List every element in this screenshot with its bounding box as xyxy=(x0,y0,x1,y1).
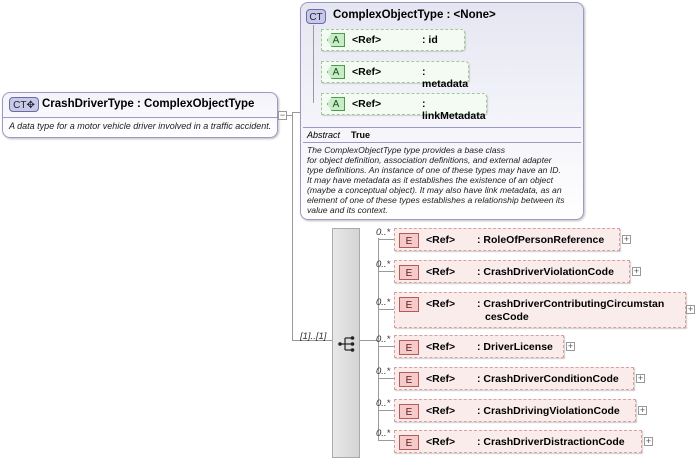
element-crash-driving-violation-code[interactable]: E <Ref> : CrashDrivingViolationCode xyxy=(394,399,636,422)
sequence-icon xyxy=(338,336,355,352)
element-icon: E xyxy=(399,233,419,248)
connector-line xyxy=(378,378,394,379)
crash-driver-type-box[interactable]: CT✥ CrashDriverType : ComplexObjectType … xyxy=(2,92,278,138)
expand-toggle[interactable]: + xyxy=(566,341,575,351)
connector-line xyxy=(378,239,394,240)
element-name: : DriverLicense xyxy=(477,341,553,353)
divider xyxy=(3,117,277,118)
crash-driver-type-header: CT✥ CrashDriverType : ComplexObjectType xyxy=(5,93,275,117)
collapse-toggle[interactable]: − xyxy=(278,110,287,120)
ref-label: <Ref> xyxy=(426,266,456,278)
ref-label: <Ref> xyxy=(426,373,456,385)
base-type-title: ComplexObjectType : <None> xyxy=(333,9,496,21)
element-name: : CrashDriverContributingCircumstan xyxy=(477,298,665,310)
element-driver-license[interactable]: E <Ref> : DriverLicense xyxy=(394,335,564,358)
connector-line xyxy=(292,340,332,341)
element-name: : CrashDriverViolationCode xyxy=(477,266,614,278)
attribute-connector xyxy=(313,25,314,103)
expand-toggle[interactable]: + xyxy=(686,304,695,314)
connector-line xyxy=(378,309,394,310)
attribute-icon: A xyxy=(327,65,345,79)
element-cardinality: 0..* xyxy=(376,259,391,270)
element-name-continued: cesCode xyxy=(485,311,529,323)
attribute-id[interactable]: A <Ref> : id xyxy=(321,29,465,51)
element-crash-driver-violation-code[interactable]: E <Ref> : CrashDriverViolationCode xyxy=(394,260,630,283)
element-crash-driver-contributing-circumstances-code[interactable]: E <Ref> : CrashDriverContributingCircums… xyxy=(394,292,686,328)
element-icon: E xyxy=(399,265,419,280)
ref-label: <Ref> xyxy=(426,341,456,353)
element-icon: E xyxy=(399,372,419,387)
connector-line xyxy=(378,346,394,347)
attribute-metadata[interactable]: A <Ref> : metadata xyxy=(321,61,469,90)
element-cardinality: 0..* xyxy=(376,297,391,308)
connector-line xyxy=(292,112,300,113)
expand-toggle[interactable]: + xyxy=(638,405,647,415)
ref-label: <Ref> xyxy=(426,298,456,310)
element-name: : CrashDrivingViolationCode xyxy=(477,405,620,417)
element-icon: E xyxy=(399,404,419,419)
expand-toggle[interactable]: + xyxy=(636,373,645,383)
attribute-name: : metadata xyxy=(422,66,469,90)
element-name: : CrashDriverDistractionCode xyxy=(477,436,625,448)
divider xyxy=(303,127,581,128)
complex-type-icon: CT xyxy=(306,9,326,24)
connector-line xyxy=(360,340,378,341)
element-icon: E xyxy=(399,340,419,355)
sequence-cardinality: [1]..[1] xyxy=(300,331,327,342)
expand-toggle[interactable]: + xyxy=(644,436,653,446)
element-cardinality: 0..* xyxy=(376,398,391,409)
divider xyxy=(303,142,581,143)
abstract-label: Abstract xyxy=(307,130,341,140)
sequence-compositor[interactable] xyxy=(332,228,360,458)
element-cardinality: 0..* xyxy=(376,366,391,377)
base-type-description: The ComplexObjectType type provides a ba… xyxy=(307,145,565,215)
element-cardinality: 0..* xyxy=(376,428,391,439)
element-cardinality: 0..* xyxy=(376,334,391,345)
element-cardinality: 0..* xyxy=(376,227,391,238)
attribute-icon: A xyxy=(327,97,345,111)
ref-label: <Ref> xyxy=(426,234,456,246)
element-crash-driver-distraction-code[interactable]: E <Ref> : CrashDriverDistractionCode xyxy=(394,430,642,453)
expand-toggle[interactable]: + xyxy=(632,266,641,276)
expand-toggle[interactable]: + xyxy=(622,234,631,244)
tree-connector xyxy=(292,112,293,340)
type-description: A data type for a motor vehicle driver i… xyxy=(9,121,272,131)
attribute-name: : linkMetadata xyxy=(422,98,486,122)
connector-line xyxy=(378,410,394,411)
ref-label: <Ref> xyxy=(426,436,456,448)
attribute-name: : id xyxy=(422,34,438,46)
complex-object-type-box[interactable]: CT ComplexObjectType : <None> A <Ref> : … xyxy=(300,2,584,220)
element-name: : RoleOfPersonReference xyxy=(477,234,605,246)
abstract-value: True xyxy=(351,130,371,140)
element-connector xyxy=(378,238,379,440)
element-name: : CrashDriverConditionCode xyxy=(477,373,619,385)
connector-line xyxy=(378,271,394,272)
ref-label: <Ref> xyxy=(352,98,382,110)
element-crash-driver-condition-code[interactable]: E <Ref> : CrashDriverConditionCode xyxy=(394,367,634,390)
attribute-link-metadata[interactable]: A <Ref> : linkMetadata xyxy=(321,93,487,122)
element-icon: E xyxy=(399,297,419,312)
connector-line xyxy=(378,440,394,441)
element-role-of-person-reference[interactable]: E <Ref> : RoleOfPersonReference xyxy=(394,228,620,251)
attribute-icon: A xyxy=(327,33,345,47)
type-title: CrashDriverType : ComplexObjectType xyxy=(42,98,255,110)
ref-label: <Ref> xyxy=(426,405,456,417)
ref-label: <Ref> xyxy=(352,66,382,78)
complex-type-icon: CT✥ xyxy=(9,97,39,112)
ref-label: <Ref> xyxy=(352,34,382,46)
element-icon: E xyxy=(399,435,419,450)
